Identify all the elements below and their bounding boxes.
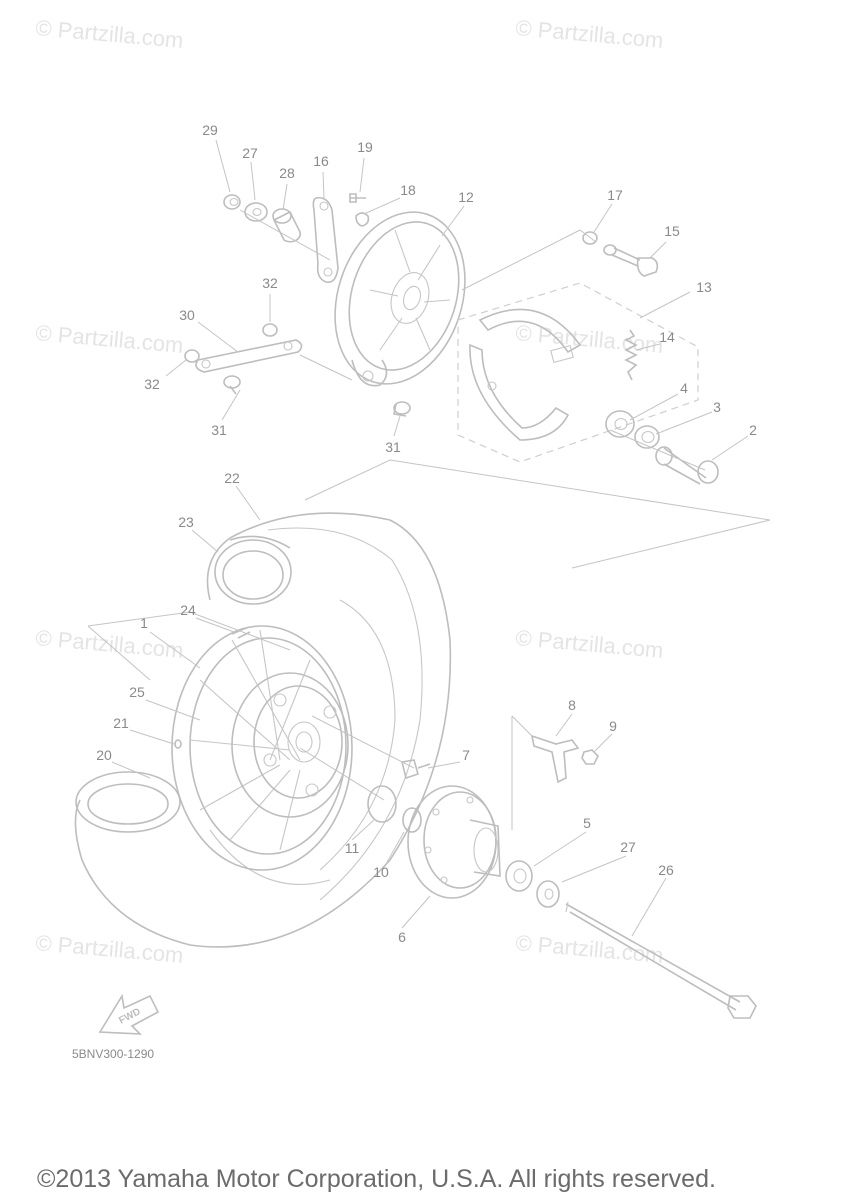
clutch-hub-part <box>407 785 501 899</box>
watermark: © Partzilla.com <box>35 625 185 663</box>
cam-lever-part <box>312 196 339 284</box>
callout-label: 2 <box>749 422 757 438</box>
callout-label: 6 <box>398 929 406 945</box>
callout-label: 21 <box>113 715 129 731</box>
nut-part <box>581 749 599 765</box>
washer-part <box>536 880 560 908</box>
callout-label: 24 <box>180 602 196 618</box>
bearing-part <box>505 860 533 892</box>
reference-code: 5BNV300-1290 <box>72 1047 154 1061</box>
nut-part <box>223 194 241 210</box>
callout-label: 15 <box>664 223 680 239</box>
callout-label: 10 <box>373 864 389 880</box>
callout-label: 31 <box>385 439 401 455</box>
copyright-notice: ©2013 Yamaha Motor Corporation, U.S.A. A… <box>37 1165 716 1193</box>
brake-shoe-box <box>457 282 699 463</box>
callout-label: 14 <box>659 329 675 345</box>
callout-label: 31 <box>211 422 227 438</box>
bolt-part <box>223 375 241 395</box>
callout-label: 16 <box>313 153 329 169</box>
watermark: © Partzilla.com <box>515 930 665 968</box>
callout-label: 22 <box>224 470 240 486</box>
callouts: 29 27 28 16 19 18 12 17 15 13 14 4 3 2 3… <box>96 122 757 945</box>
bolt-part <box>349 193 366 203</box>
o-ring-part <box>367 785 397 823</box>
watermarks: © Partzilla.com © Partzilla.com © Partzi… <box>35 15 665 968</box>
washer-part <box>582 231 598 245</box>
valve-part <box>401 759 431 780</box>
watermark: © Partzilla.com <box>35 15 185 53</box>
collar-part <box>272 208 302 243</box>
camshaft-part <box>603 244 659 277</box>
callout-label: 29 <box>202 122 218 138</box>
tension-bar-part <box>195 339 303 373</box>
callout-label: 25 <box>129 684 145 700</box>
callout-label: 1 <box>140 615 148 631</box>
callout-label: 32 <box>144 376 160 392</box>
callout-label: 3 <box>713 399 721 415</box>
callout-label: 11 <box>345 840 360 856</box>
callout-label: 19 <box>357 139 373 155</box>
callout-label: 9 <box>609 718 617 734</box>
fwd-arrow-icon: FWD <box>98 993 160 1035</box>
fwd-label: FWD <box>117 1006 142 1026</box>
nipple-part <box>174 739 182 749</box>
callout-label: 28 <box>279 165 295 181</box>
watermark: © Partzilla.com <box>515 625 665 663</box>
callout-label: 4 <box>680 380 688 396</box>
tire-section <box>75 771 181 833</box>
tube-part <box>214 535 292 605</box>
brake-shoe-part <box>469 308 582 441</box>
collar-part <box>655 446 719 485</box>
leader-lines <box>111 139 749 937</box>
bolt-part <box>393 401 411 417</box>
callout-label: 26 <box>658 862 674 878</box>
callout-label: 12 <box>458 189 474 205</box>
washer-part <box>262 323 278 337</box>
callout-label: 8 <box>568 697 576 713</box>
spring-part <box>624 329 638 381</box>
axle-part <box>565 901 757 1019</box>
bracket-part <box>530 734 580 784</box>
rim-part <box>171 625 353 871</box>
watermark: © Partzilla.com <box>35 320 185 358</box>
o-ring-part <box>402 807 422 833</box>
callout-label: 27 <box>620 839 636 855</box>
hub-part <box>231 672 349 818</box>
callout-label: 30 <box>179 307 195 323</box>
callout-label: 18 <box>400 182 416 198</box>
callout-label: 27 <box>242 145 258 161</box>
tire-part <box>74 512 452 948</box>
callout-label: 20 <box>96 747 112 763</box>
callout-label: 17 <box>607 187 623 203</box>
washer-part <box>184 349 200 363</box>
washer-part <box>244 202 268 222</box>
wheel-assembly <box>74 512 757 1019</box>
brake-assembly <box>184 193 771 569</box>
watermark: © Partzilla.com <box>515 15 665 53</box>
callout-label: 23 <box>178 514 194 530</box>
brake-panel-part <box>334 211 466 387</box>
callout-label: 5 <box>583 815 591 831</box>
callout-label: 7 <box>462 747 470 763</box>
clip-part <box>355 212 370 227</box>
seal-part <box>634 425 660 449</box>
callout-label: 13 <box>696 279 712 295</box>
bearing-part <box>605 410 635 438</box>
callout-label: 32 <box>262 275 278 291</box>
